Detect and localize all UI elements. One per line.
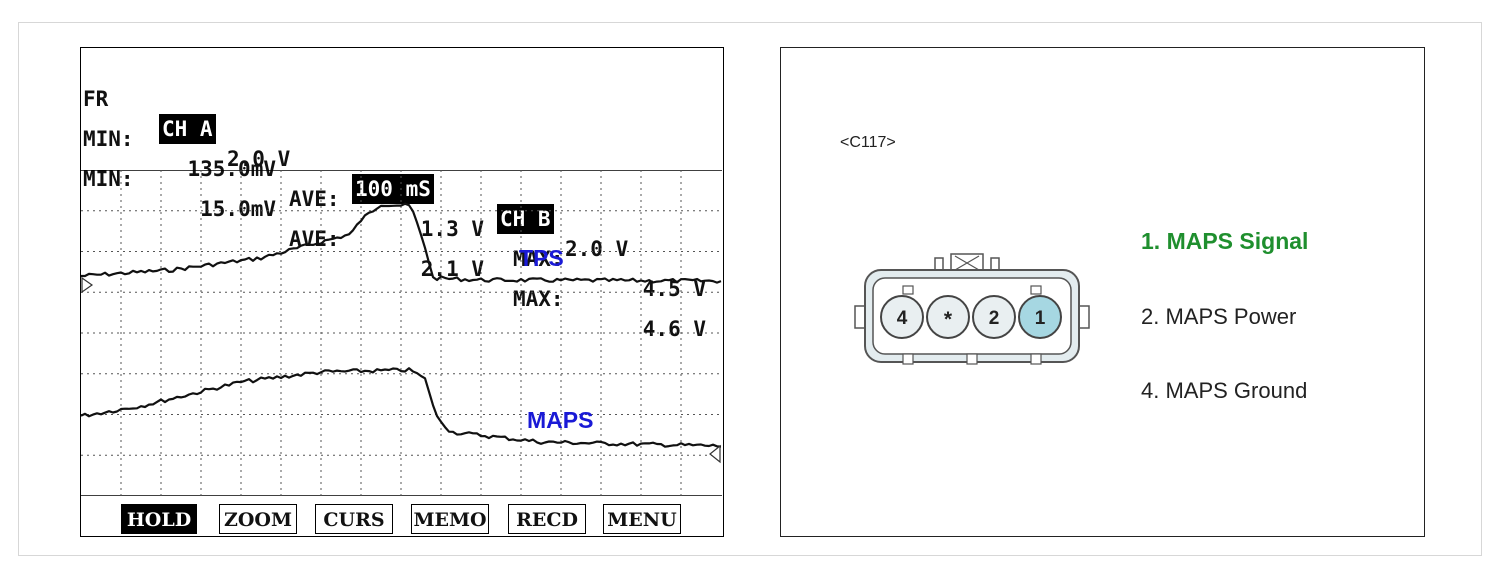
mode-label: FR xyxy=(83,87,109,111)
scope-button-bar: HOLD ZOOM CURS MEMO RECD MENU xyxy=(81,498,722,536)
maps-label: MAPS xyxy=(527,407,593,433)
ch-b-scale: 2.0 V xyxy=(565,237,629,261)
pin-4: 4 xyxy=(880,295,924,339)
pin-blank: * xyxy=(926,295,970,339)
stats-row-b: MIN: 15.0mV AVE: 2.1 V MAX: 4.6 V xyxy=(81,134,722,341)
connector-id: <C117> xyxy=(840,134,896,151)
svg-text:2: 2 xyxy=(989,308,1000,329)
memo-button[interactable]: MEMO xyxy=(411,504,489,534)
ch-b-marker-icon xyxy=(709,444,721,464)
figure-frame xyxy=(18,22,1482,556)
ch-b-label[interactable]: CH B xyxy=(497,204,554,234)
scope-header: FR CH A 2.0 V 100 mS CH B 2.0 V xyxy=(81,54,628,261)
oscilloscope-screen: FR CH A 2.0 V 100 mS CH B 2.0 V MIN: 135… xyxy=(80,47,724,537)
pin-2: 2 xyxy=(972,295,1016,339)
legend-maps-signal: 1. MAPS Signal xyxy=(1141,228,1309,254)
legend-maps-ground: 4. MAPS Ground xyxy=(1141,378,1308,403)
waveform-plot: TPS MAPS xyxy=(80,169,722,497)
max-value: 4.6 V xyxy=(642,317,706,341)
menu-button[interactable]: MENU xyxy=(603,504,681,534)
waveform-area: TPS MAPS xyxy=(80,169,722,497)
connector-panel: <C117> 4 * 2 1 xyxy=(780,47,1425,537)
ch-a-scale: 2.0 V xyxy=(227,147,291,171)
tps-label: TPS xyxy=(519,245,564,271)
connector-diagram: 4 * 2 1 xyxy=(854,253,1090,365)
ch-a-marker-icon xyxy=(81,276,94,294)
svg-text:4: 4 xyxy=(897,308,908,329)
svg-text:1: 1 xyxy=(1035,308,1046,329)
tps-trace xyxy=(81,202,722,284)
hold-button[interactable]: HOLD xyxy=(121,504,197,534)
stats-row-a: MIN: 135.0mV AVE: 1.3 V MAX: 4.5 V xyxy=(81,94,722,301)
zoom-button[interactable]: ZOOM xyxy=(219,504,297,534)
record-button[interactable]: RECD xyxy=(508,504,586,534)
legend-maps-power: 2. MAPS Power xyxy=(1141,304,1297,329)
min-value: 135.0mV xyxy=(187,157,276,181)
min-label: MIN: xyxy=(83,167,134,191)
maps-trace xyxy=(80,367,722,448)
min-label: MIN: xyxy=(83,127,134,151)
min-value: 15.0mV xyxy=(200,197,276,221)
cursor-button[interactable]: CURS xyxy=(315,504,393,534)
ave-value: 1.3 V xyxy=(420,217,484,241)
svg-text:*: * xyxy=(944,308,953,331)
ave-label: AVE: xyxy=(289,187,340,211)
ch-a-label[interactable]: CH A xyxy=(159,114,216,144)
pin-1: 1 xyxy=(1018,295,1062,339)
